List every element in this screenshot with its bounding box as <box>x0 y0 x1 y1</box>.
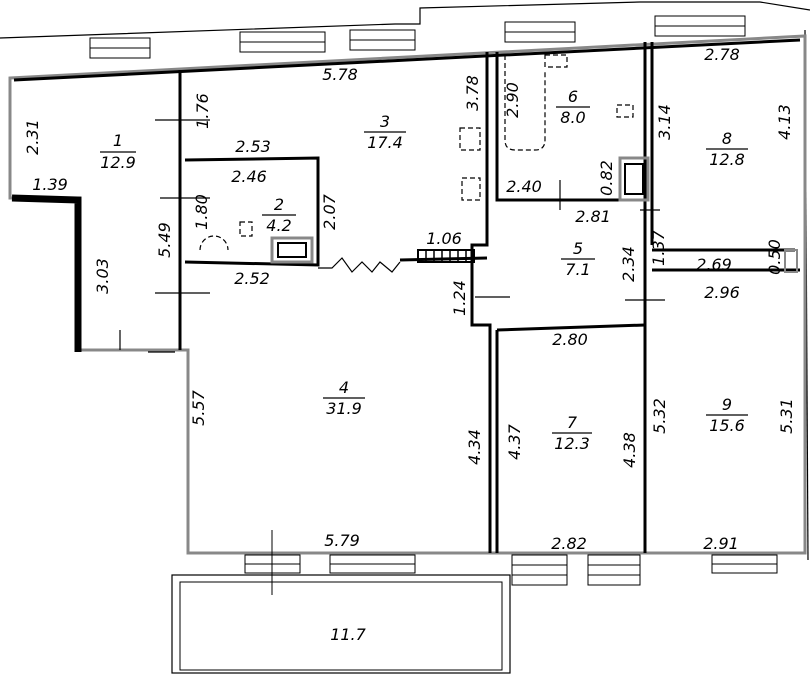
dim-r2-h: 1.80 <box>192 194 211 230</box>
dim-r1-lower: 3.03 <box>93 258 112 294</box>
dim-r8-bottom: 2.69 <box>696 255 732 274</box>
dim-r3-left: 1.76 <box>193 93 212 129</box>
toilet-room2 <box>239 221 253 237</box>
dim-r7-left: 4.37 <box>505 423 524 459</box>
shower-room2 <box>199 235 229 251</box>
top-windows <box>89 15 746 59</box>
svg-text:7: 7 <box>567 413 578 432</box>
building-outline-top <box>0 1 810 39</box>
dim-r5-top: 2.40 <box>506 177 542 196</box>
vent-shaft-room6-inner <box>624 163 644 195</box>
vent-shaft-room8 <box>784 249 798 273</box>
dim-r6-duct: 0.82 <box>597 160 616 196</box>
bottom-windows <box>244 530 778 595</box>
washbasin <box>544 54 568 68</box>
dim-r3-top: 5.78 <box>322 65 358 84</box>
sink <box>461 177 481 201</box>
room-4-label: 4 31.9 <box>323 378 365 418</box>
interior-walls <box>178 42 800 553</box>
room-3-label: 3 17.4 <box>364 112 406 152</box>
dim-r5-bottom: 2.80 <box>552 330 588 349</box>
balcony-inner <box>179 581 503 671</box>
dim-r8-duct: 0.50 <box>765 239 784 275</box>
svg-text:15.6: 15.6 <box>709 416 745 435</box>
svg-text:12.9: 12.9 <box>100 153 136 172</box>
dim-r4-step: 1.24 <box>450 280 469 316</box>
room-1-label: 1 12.9 <box>100 131 136 172</box>
svg-text:7.1: 7.1 <box>565 260 590 279</box>
svg-text:9: 9 <box>722 395 732 414</box>
dim-r8-left: 3.14 <box>655 104 674 140</box>
vent-shaft-room2-inner <box>277 242 307 258</box>
dim-r3-right: 3.78 <box>463 75 482 111</box>
dim-r9-bottom: 2.91 <box>703 534 739 553</box>
room-6-label: 6 8.0 <box>556 87 590 127</box>
room-9-label: 9 15.6 <box>706 395 748 435</box>
dim-r3-passage: 1.06 <box>426 229 462 248</box>
dim-r7-bottom: 2.82 <box>551 534 587 553</box>
toilet-room6 <box>616 104 634 118</box>
dim-r5-right: 2.34 <box>619 246 638 282</box>
dim-r2-w: 2.46 <box>231 167 267 186</box>
dim-r1-left: 2.31 <box>23 119 42 155</box>
vent-shaft-room6 <box>618 156 650 202</box>
svg-text:1: 1 <box>113 131 123 150</box>
outer-wall-inner <box>13 38 801 82</box>
wall-ticks <box>119 119 665 353</box>
dim-r7-right: 4.38 <box>620 432 639 468</box>
svg-text:31.9: 31.9 <box>326 399 362 418</box>
dim-r9-top: 2.96 <box>704 283 740 302</box>
dim-r2-right: 2.07 <box>320 193 339 229</box>
dim-r4-right: 4.34 <box>465 429 484 465</box>
balcony-area-label: 11.7 <box>330 625 366 644</box>
balcony-outline <box>171 574 511 674</box>
dim-r9-right: 5.31 <box>777 398 796 434</box>
dim-r1-step: 1.39 <box>32 175 68 194</box>
room-5-label: 5 7.1 <box>561 239 595 279</box>
stove <box>459 127 481 151</box>
dim-r8-top: 2.78 <box>704 45 740 64</box>
svg-text:12.3: 12.3 <box>554 434 590 453</box>
dim-r4-bottom: 5.79 <box>324 531 360 550</box>
room1-left-thick-wall <box>11 194 82 352</box>
dim-r6-bath: 2.90 <box>503 82 522 118</box>
dim-r8-right: 4.13 <box>775 104 794 140</box>
horizontal-dimensions: 5.78 1.39 2.53 2.46 2.52 1.06 2.40 2.81 … <box>32 45 740 553</box>
svg-text:5: 5 <box>573 239 583 258</box>
svg-text:4.2: 4.2 <box>266 216 291 235</box>
svg-text:4: 4 <box>339 378 349 397</box>
dim-r2-top: 2.53 <box>235 137 271 156</box>
dim-r2-bottom: 2.52 <box>234 269 270 288</box>
dim-r5-w: 2.81 <box>575 207 611 226</box>
dim-r4-left: 5.57 <box>189 389 208 425</box>
apartment-outer-wall <box>8 34 807 555</box>
room-8-label: 8 12.8 <box>706 129 748 169</box>
bathtub-outline <box>504 55 546 151</box>
radiator-passage <box>417 249 475 263</box>
vertical-dimensions: 2.31 3.03 5.49 1.76 1.80 2.07 3.78 2.90 … <box>23 75 796 468</box>
room-7-label: 7 12.3 <box>552 413 592 453</box>
vent-shaft-room2 <box>270 236 314 264</box>
room-2-label: 2 4.2 <box>262 195 296 235</box>
svg-text:12.8: 12.8 <box>709 150 745 169</box>
svg-text:17.4: 17.4 <box>367 133 403 152</box>
svg-text:2: 2 <box>274 195 284 214</box>
dim-r8-small: 1.37 <box>649 229 668 265</box>
dim-r1-right: 5.49 <box>155 222 174 258</box>
open-plan-zigzag <box>318 257 401 273</box>
svg-text:6: 6 <box>568 87 578 106</box>
dim-r9-left: 5.32 <box>650 398 669 434</box>
svg-text:3: 3 <box>380 112 390 131</box>
radiator-fins <box>425 250 467 262</box>
svg-text:8.0: 8.0 <box>560 108 585 127</box>
svg-text:8: 8 <box>722 129 732 148</box>
